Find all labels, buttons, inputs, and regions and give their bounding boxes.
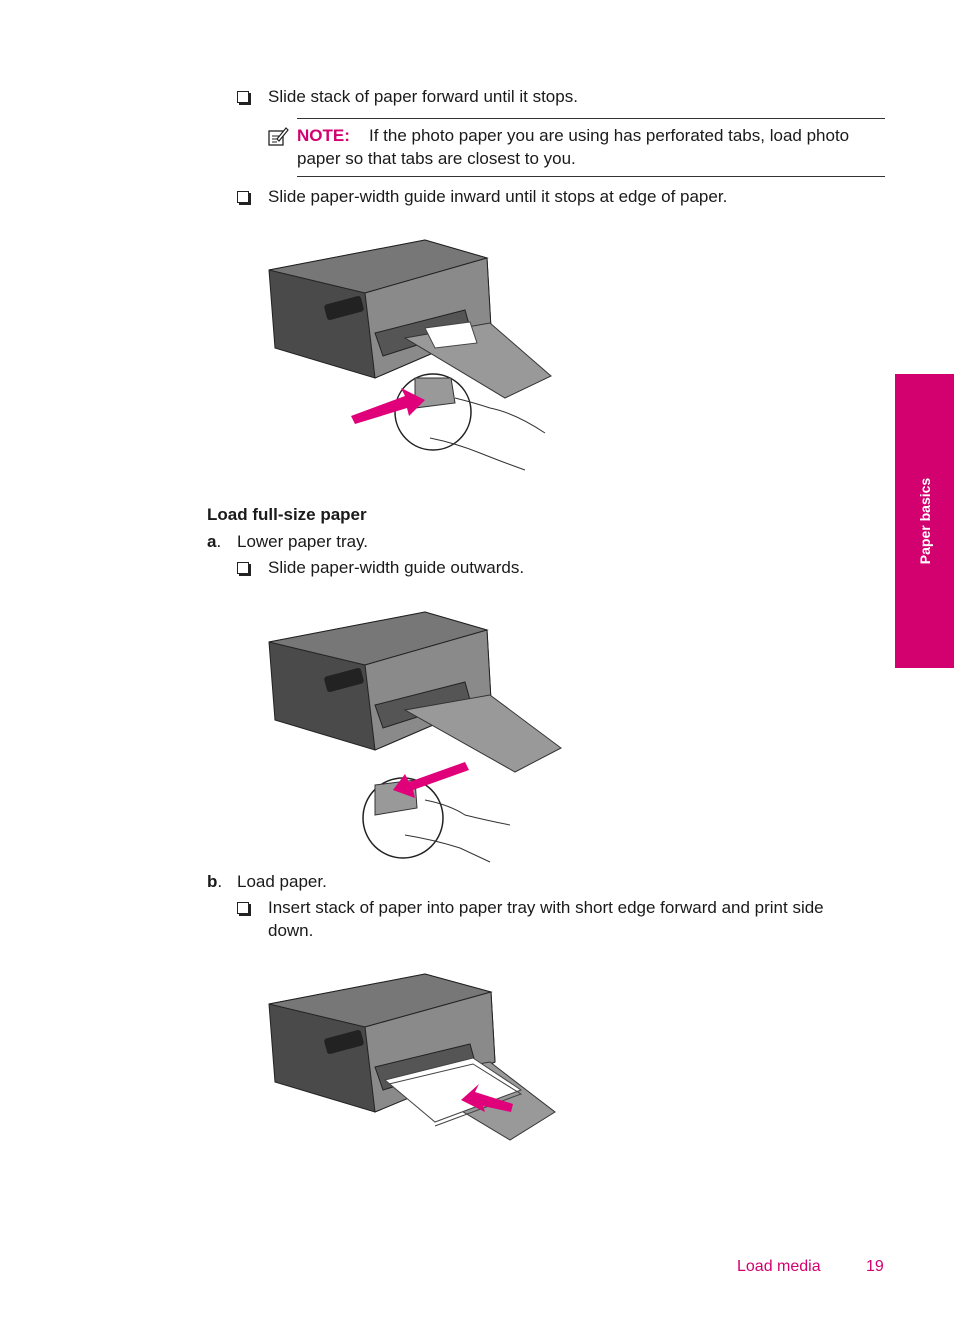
note-text-line2: paper so that tabs are closest to you. [297,149,576,168]
printer-illustration-guide-inward [268,239,552,471]
step-b-text: Load paper. [237,872,327,891]
step-b-sub-line1: Insert stack of paper into paper tray wi… [268,898,824,917]
checkbox-icon [237,191,249,203]
note-text-line1: If the photo paper you are using has per… [369,126,850,145]
footer-page-number: 19 [866,1258,884,1275]
checkbox-icon [237,91,249,103]
step-a-sub-item: Slide paper-width guide outwards. [268,558,525,577]
step-b-letter: b. [207,872,223,891]
printer-illustration-load-paper [268,973,556,1141]
checkbox-icon [237,562,249,574]
note-label: NOTE: [297,126,350,145]
step-a-letter: a. [207,532,222,551]
footer-section-name: Load media [737,1258,821,1275]
step-b-sub-line2: down. [268,921,314,940]
step-item-slide-guide-inward: Slide paper-width guide inward until it … [268,187,728,206]
step-item-slide-stack: Slide stack of paper forward until it st… [268,87,578,106]
note-top-rule [297,118,885,119]
chapter-side-tab-label: Paper basics [916,477,933,565]
step-a-text: Lower paper tray. [237,532,369,551]
chapter-side-tab: Paper basics [895,374,954,668]
note-bottom-rule [297,176,885,177]
checkbox-icon [237,902,249,914]
note-icon [268,127,289,146]
section-heading: Load full-size paper [207,505,367,524]
printer-illustration-guide-outward [268,611,562,863]
